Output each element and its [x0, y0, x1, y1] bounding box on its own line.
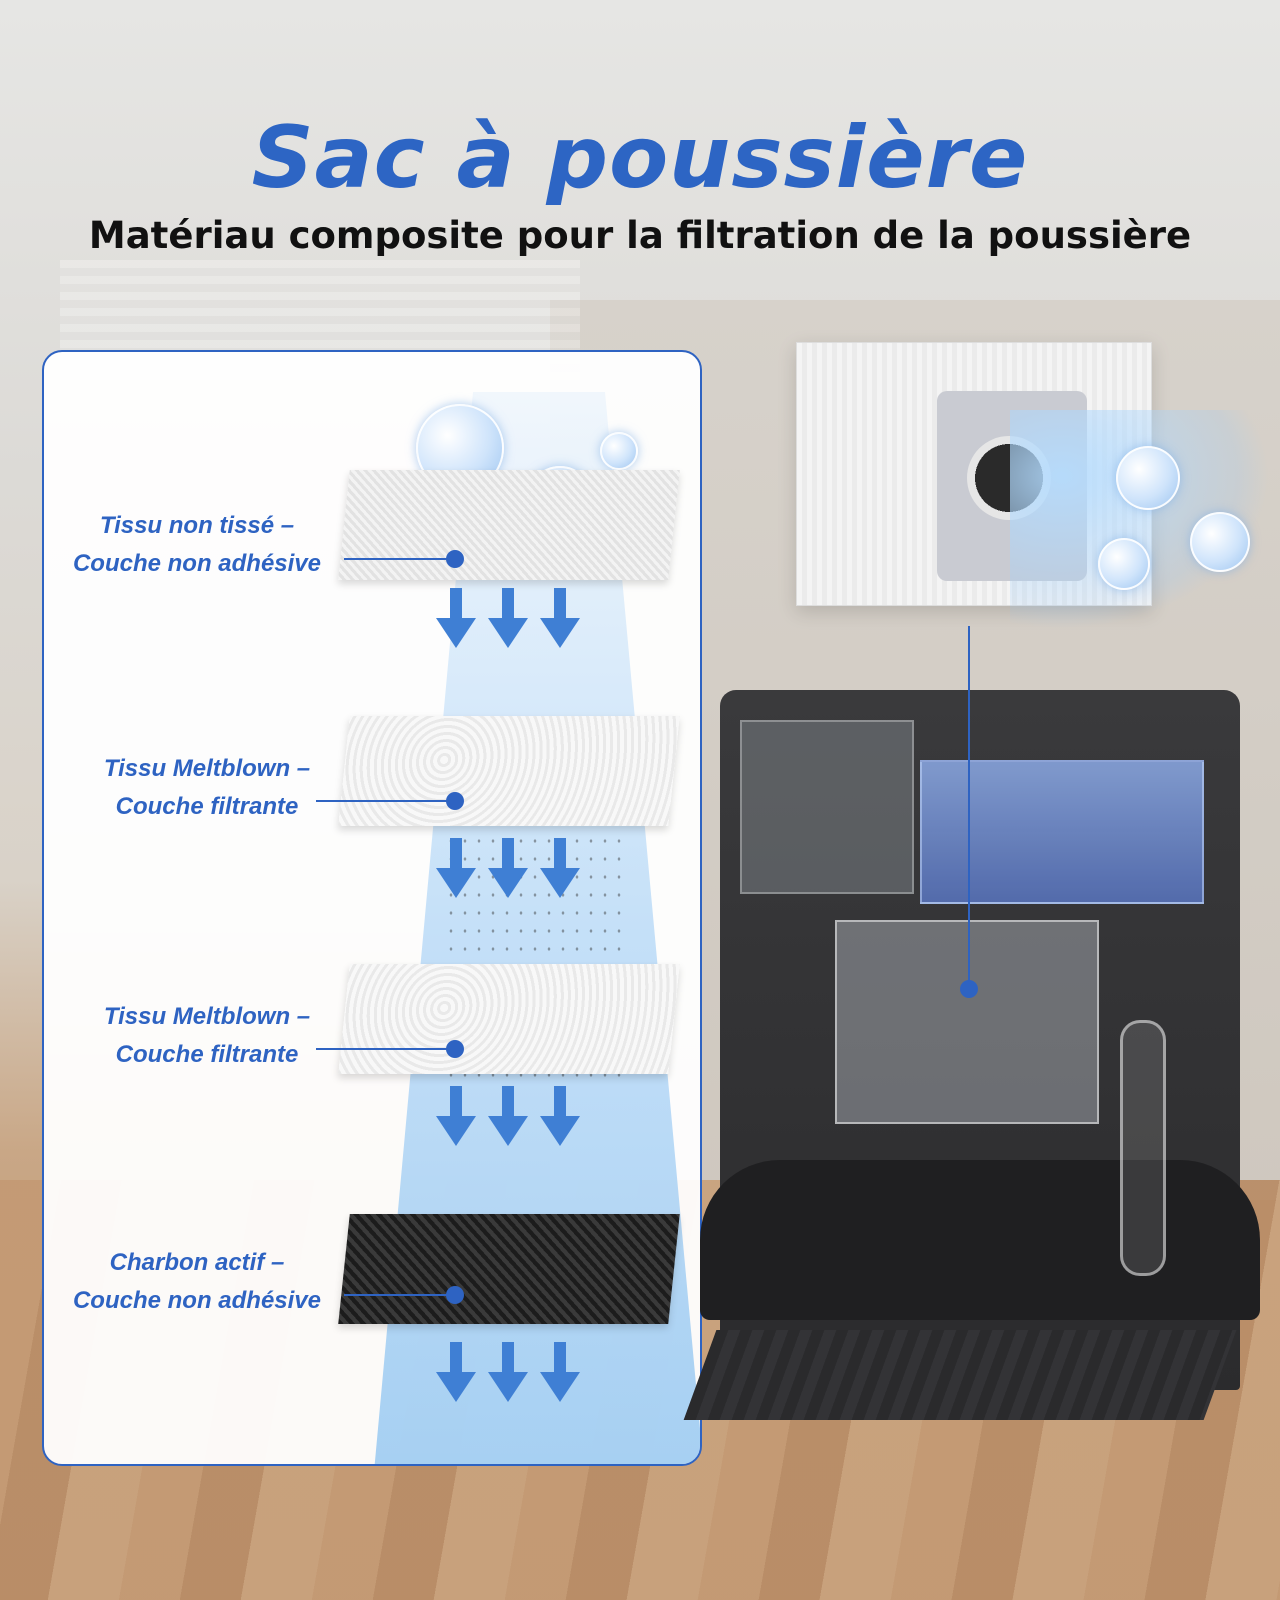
down-arrow-icon — [436, 1342, 476, 1404]
layer-label-meltblown-1: Tissu Meltblown – Couche filtrante — [62, 750, 352, 826]
arrow-group — [436, 1342, 580, 1404]
leader-dot — [446, 1286, 464, 1304]
layer-label-nonwoven: Tissu non tissé – Couche non adhésive — [52, 507, 342, 583]
layer-label-line2: Couche filtrante — [115, 1041, 299, 1068]
layer-label-line1: Charbon actif – — [109, 1249, 285, 1276]
suction-pipe — [1120, 1020, 1166, 1276]
leader-dot — [446, 792, 464, 810]
leader-dot — [446, 1040, 464, 1058]
hair-bubble-icon — [1116, 446, 1180, 510]
layer-label-line1: Tissu non tissé – — [99, 512, 295, 539]
dirty-water-tank — [920, 760, 1204, 904]
germ-bubble-icon — [1098, 538, 1150, 590]
docking-station-image — [700, 690, 1260, 1390]
down-arrow-icon — [540, 838, 580, 900]
down-arrow-icon — [436, 1086, 476, 1148]
layer-label-meltblown-2: Tissu Meltblown – Couche filtrante — [62, 998, 352, 1074]
layer-label-line1: Tissu Meltblown – — [103, 755, 311, 782]
layer-label-line2: Couche filtrante — [115, 793, 299, 820]
meltblown-sheet — [338, 716, 680, 826]
activated-carbon-sheet — [338, 1214, 680, 1324]
arrow-group — [436, 1086, 580, 1148]
page-title: Sac à poussière — [251, 108, 1029, 208]
leader-dot — [446, 550, 464, 568]
layer-label-line2: Couche non adhésive — [72, 1287, 322, 1314]
meltblown-sheet — [338, 964, 680, 1074]
down-arrow-icon — [488, 838, 528, 900]
layer-label-line1: Tissu Meltblown – — [103, 1003, 311, 1030]
down-arrow-icon — [488, 1342, 528, 1404]
down-arrow-icon — [436, 588, 476, 650]
down-arrow-icon — [488, 1086, 528, 1148]
arrow-group — [436, 588, 580, 650]
robot-vacuum — [700, 1160, 1260, 1320]
layer-label-line2: Couche non adhésive — [72, 550, 322, 577]
leader-line — [344, 558, 454, 560]
leader-line — [316, 800, 454, 802]
layer-label-carbon: Charbon actif – Couche non adhésive — [52, 1244, 342, 1320]
station-ramp — [683, 1330, 1237, 1420]
leader-line — [316, 1048, 454, 1050]
page-subtitle: Matériau composite pour la filtration de… — [88, 214, 1192, 257]
hair-bubble-icon — [600, 432, 638, 470]
debris-bubble-icon — [1190, 512, 1250, 572]
clean-water-tank — [740, 720, 914, 894]
down-arrow-icon — [488, 588, 528, 650]
down-arrow-icon — [540, 1086, 580, 1148]
arrow-group — [436, 838, 580, 900]
leader-line — [344, 1294, 454, 1296]
down-arrow-icon — [436, 838, 476, 900]
filtration-layers-panel: Tissu non tissé – Couche non adhésive Ti… — [42, 350, 702, 1466]
leader-dot — [960, 980, 978, 998]
leader-line — [968, 626, 970, 986]
down-arrow-icon — [540, 588, 580, 650]
down-arrow-icon — [540, 1342, 580, 1404]
nonwoven-sheet — [338, 470, 680, 580]
dust-bin-compartment — [835, 920, 1099, 1124]
